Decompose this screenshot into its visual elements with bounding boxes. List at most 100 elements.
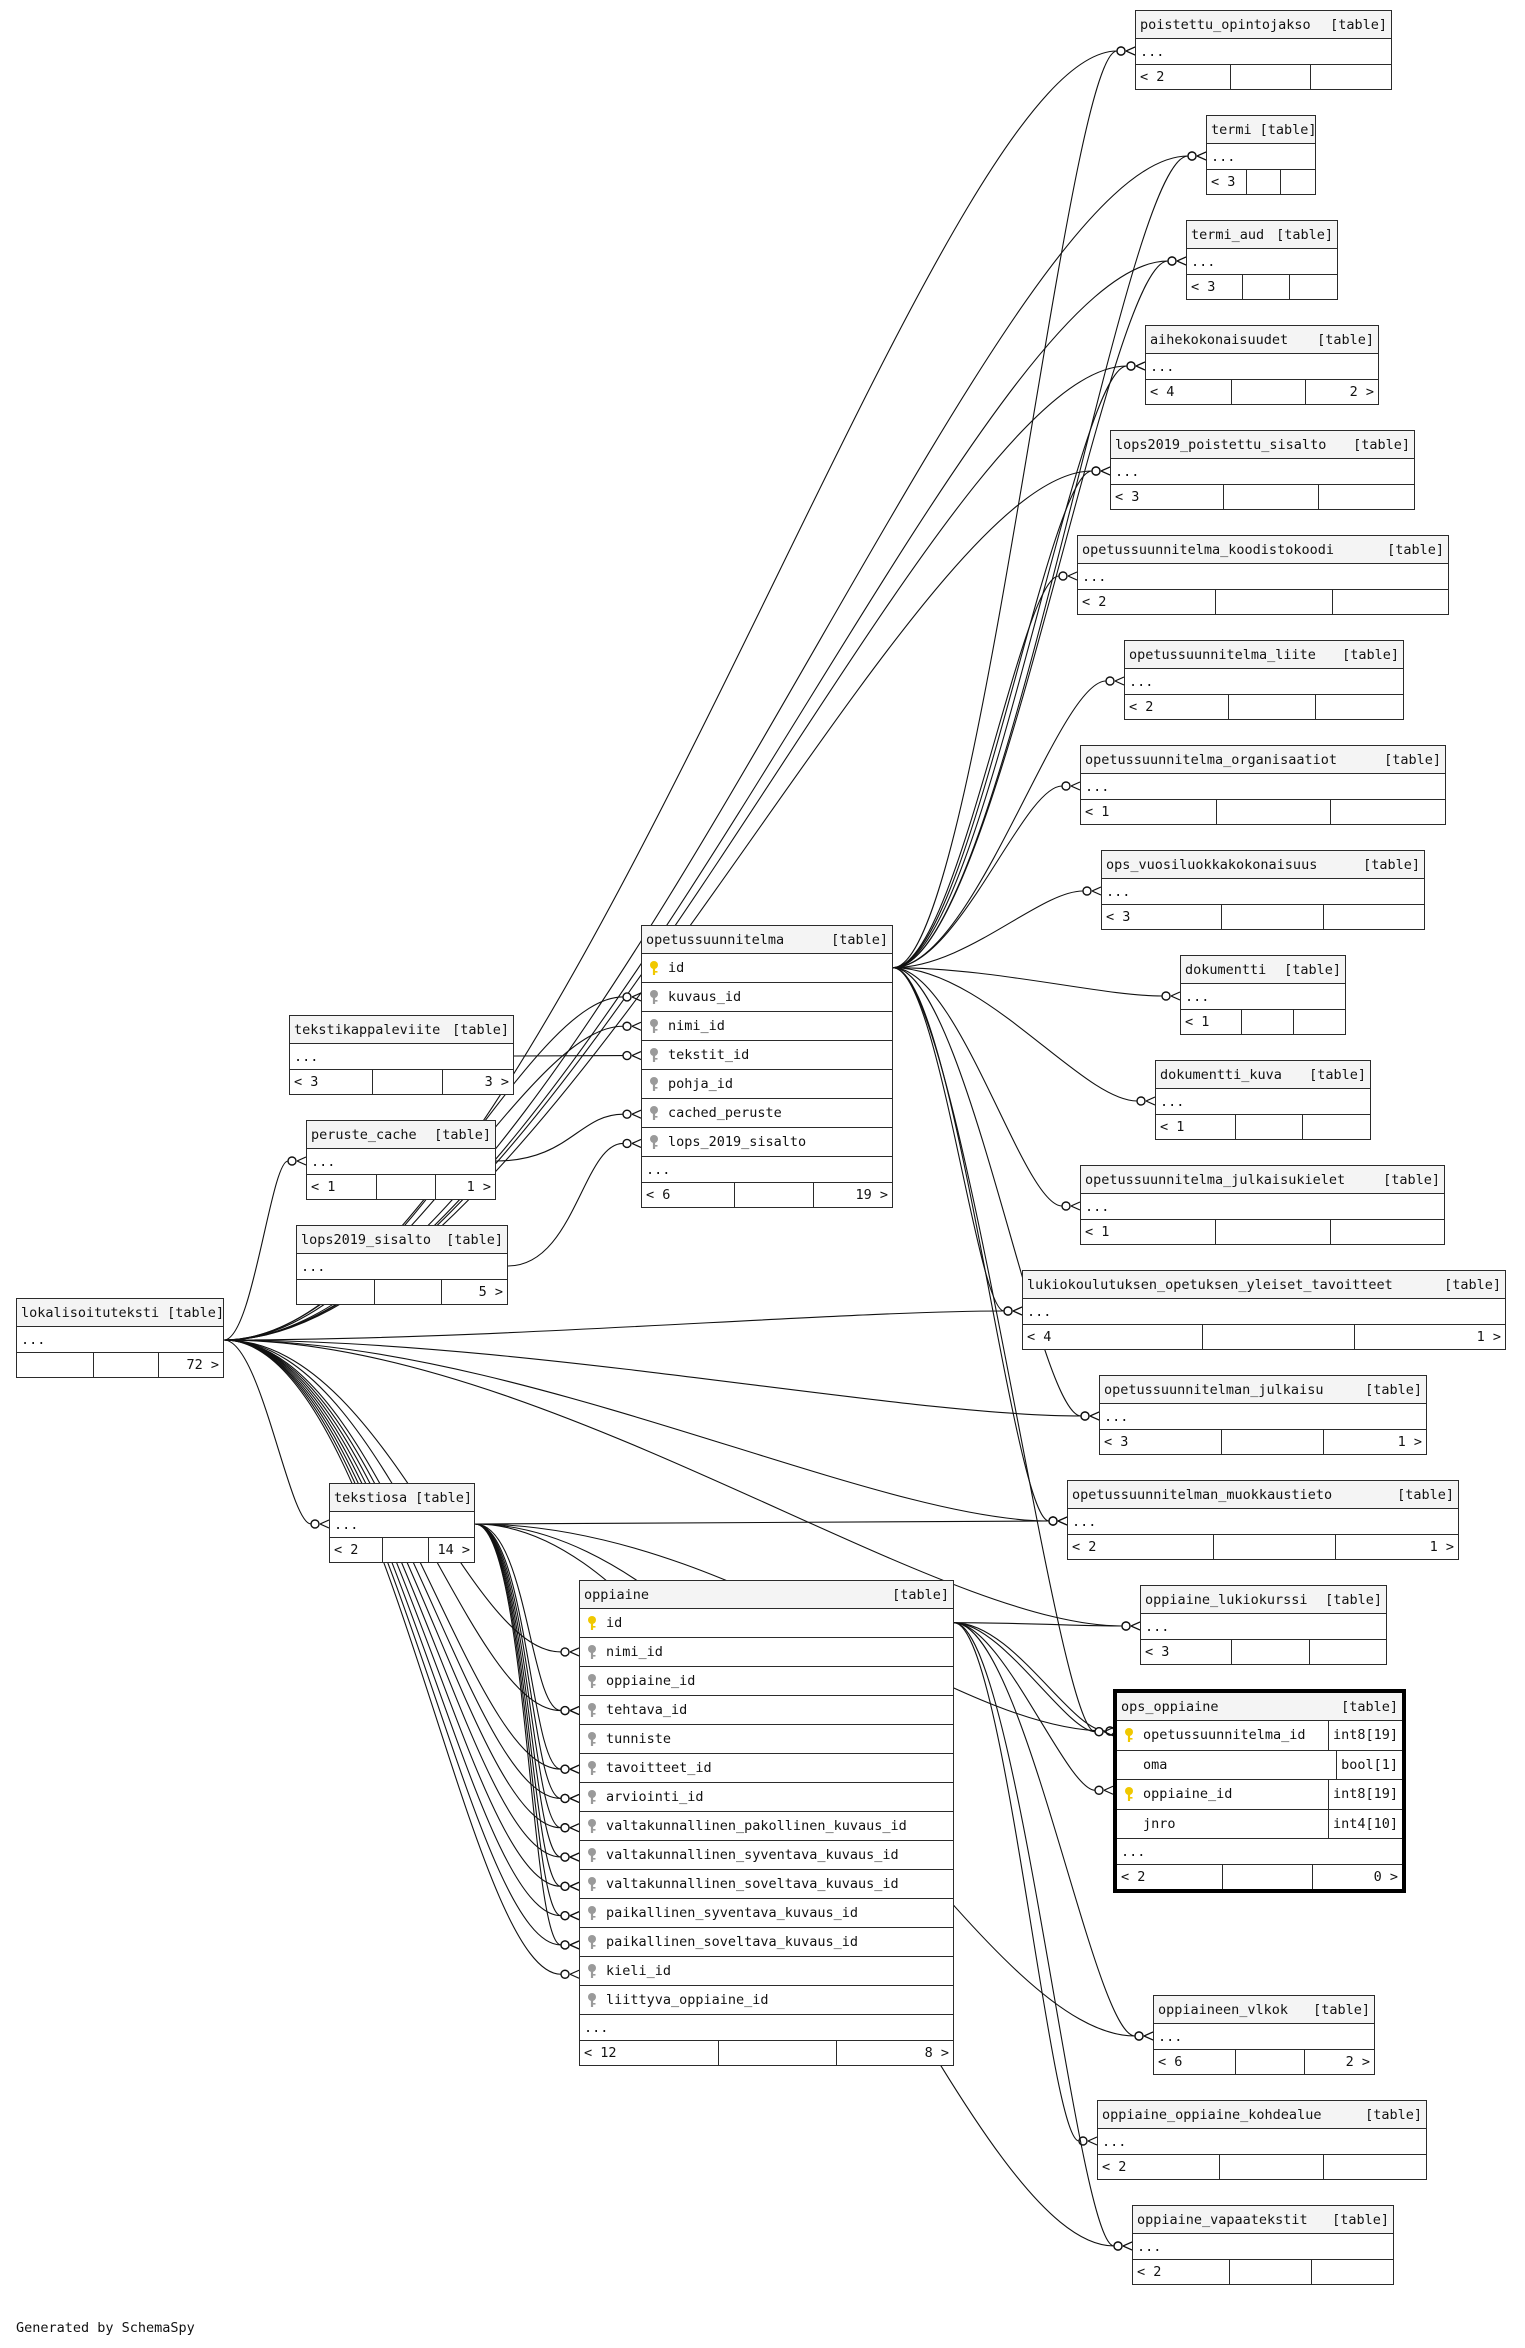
parents-count[interactable]: < 1 — [1081, 800, 1216, 824]
column-name[interactable]: paikallinen_soveltava_kuvaus_id — [606, 1934, 858, 1950]
more-columns[interactable]: ... — [1141, 1614, 1386, 1640]
more-columns[interactable]: ... — [1068, 1509, 1458, 1535]
parents-count[interactable]: < 1 — [307, 1175, 376, 1199]
more-columns[interactable]: ... — [1133, 2234, 1393, 2260]
column-row[interactable]: kieli_id — [580, 1957, 953, 1986]
table-opetussuunnitelman-muokkaustieto[interactable]: opetussuunnitelman_muokkaustieto[table].… — [1067, 1480, 1459, 1560]
column-name[interactable]: kieli_id — [606, 1963, 672, 1979]
table-header[interactable]: opetussuunnitelma_koodistokoodi[table] — [1078, 536, 1448, 564]
table-header[interactable]: tekstiosa[table] — [330, 1484, 474, 1512]
table-lops2019-poistettu-sisalto[interactable]: lops2019_poistettu_sisalto[table]...< 3 — [1110, 430, 1415, 510]
table-name[interactable]: oppiaineen_vlkok — [1158, 2001, 1289, 2018]
table-header[interactable]: lukiokoulutuksen_opetuksen_yleiset_tavoi… — [1023, 1271, 1505, 1299]
children-count[interactable] — [1310, 1640, 1386, 1664]
parents-count[interactable]: < 3 — [1187, 275, 1242, 299]
table-header[interactable]: opetussuunnitelman_muokkaustieto[table] — [1068, 1481, 1458, 1509]
column-name[interactable]: oppiaine_id — [606, 1673, 696, 1689]
table-dokumentti-kuva[interactable]: dokumentti_kuva[table]...< 1 — [1155, 1060, 1371, 1140]
column-name[interactable]: cached_peruste — [668, 1105, 782, 1121]
table-header[interactable]: lops2019_sisalto[table] — [297, 1226, 507, 1254]
table-lokalisoituteksti[interactable]: lokalisoituteksti[table]...72 > — [16, 1298, 224, 1378]
column-row[interactable]: lops_2019_sisalto — [642, 1128, 892, 1157]
column-row[interactable]: tavoitteet_id — [580, 1754, 953, 1783]
parents-count[interactable]: < 3 — [1102, 905, 1221, 929]
column-row[interactable]: paikallinen_syventava_kuvaus_id — [580, 1899, 953, 1928]
table-name[interactable]: lukiokoulutuksen_opetuksen_yleiset_tavoi… — [1027, 1276, 1393, 1293]
table-header[interactable]: oppiaine[table] — [580, 1581, 953, 1609]
column-row[interactable]: tehtava_id — [580, 1696, 953, 1725]
table-header[interactable]: oppiaineen_vlkok[table] — [1154, 1996, 1374, 2024]
more-columns[interactable]: ... — [1207, 144, 1315, 170]
more-columns[interactable]: ... — [1181, 984, 1345, 1010]
children-count[interactable] — [1331, 1220, 1444, 1244]
column-name[interactable]: valtakunnallinen_soveltava_kuvaus_id — [606, 1876, 899, 1892]
parents-count[interactable]: < 3 — [1207, 170, 1246, 194]
children-count[interactable] — [1324, 2155, 1426, 2179]
table-oppiaine-lukiokurssi[interactable]: oppiaine_lukiokurssi[table]...< 3 — [1140, 1585, 1387, 1665]
parents-count[interactable]: < 6 — [1154, 2050, 1235, 2074]
table-name[interactable]: peruste_cache — [311, 1126, 417, 1143]
children-count[interactable] — [1312, 2260, 1393, 2284]
column-name[interactable]: oma — [1143, 1756, 1168, 1773]
more-columns[interactable]: ... — [1136, 39, 1391, 65]
more-columns[interactable]: ... — [1023, 1299, 1505, 1325]
table-name[interactable]: tekstikappaleviite — [294, 1021, 441, 1038]
parents-count[interactable]: < 1 — [1156, 1115, 1235, 1139]
table-header[interactable]: lokalisoituteksti[table] — [17, 1299, 224, 1327]
column-row[interactable]: kuvaus_id — [642, 983, 892, 1012]
table-opetussuunnitelma-liite[interactable]: opetussuunnitelma_liite[table]...< 2 — [1124, 640, 1404, 720]
column-row[interactable]: tunniste — [580, 1725, 953, 1754]
table-opetussuunnitelma-organisaatiot[interactable]: opetussuunnitelma_organisaatiot[table]..… — [1080, 745, 1446, 825]
children-count[interactable] — [1311, 65, 1391, 89]
table-header[interactable]: poistettu_opintojakso[table] — [1136, 11, 1391, 39]
more-columns[interactable]: ... — [580, 2015, 953, 2041]
table-name[interactable]: dokumentti_kuva — [1160, 1066, 1282, 1083]
parents-count[interactable] — [17, 1353, 93, 1377]
children-count[interactable] — [1290, 275, 1337, 299]
table-name[interactable]: ops_oppiaine — [1121, 1698, 1219, 1715]
column-row[interactable]: liittyva_oppiaine_id — [580, 1986, 953, 2015]
more-columns[interactable]: ... — [1078, 564, 1448, 590]
more-columns[interactable]: ... — [1187, 249, 1337, 275]
more-columns[interactable]: ... — [1146, 354, 1378, 380]
more-columns[interactable]: ... — [1125, 669, 1403, 695]
table-name[interactable]: poistettu_opintojakso — [1140, 16, 1311, 33]
more-columns[interactable]: ... — [307, 1149, 495, 1175]
more-columns[interactable]: ... — [290, 1044, 513, 1070]
table-header[interactable]: peruste_cache[table] — [307, 1121, 495, 1149]
table-poistettu-opintojakso[interactable]: poistettu_opintojakso[table]...< 2 — [1135, 10, 1392, 90]
table-name[interactable]: aihekokonaisuudet — [1150, 331, 1289, 348]
column-name[interactable]: valtakunnallinen_pakollinen_kuvaus_id — [606, 1818, 907, 1834]
parents-count[interactable]: < 2 — [1136, 65, 1230, 89]
table-name[interactable]: opetussuunnitelma_liite — [1129, 646, 1316, 663]
column-name[interactable]: paikallinen_syventava_kuvaus_id — [606, 1905, 858, 1921]
children-count[interactable]: 1 > — [1324, 1430, 1426, 1454]
table-header[interactable]: opetussuunnitelma_julkaisukielet[table] — [1081, 1166, 1444, 1194]
children-count[interactable] — [1281, 170, 1315, 194]
children-count[interactable]: 2 > — [1305, 2050, 1374, 2074]
children-count[interactable]: 3 > — [443, 1070, 513, 1094]
table-header[interactable]: oppiaine_oppiaine_kohdealue[table] — [1098, 2101, 1426, 2129]
table-name[interactable]: ops_vuosiluokkakokonaisuus — [1106, 856, 1318, 873]
parents-count[interactable]: < 3 — [1141, 1640, 1231, 1664]
column-row[interactable]: paikallinen_soveltava_kuvaus_id — [580, 1928, 953, 1957]
children-count[interactable]: 5 > — [442, 1280, 508, 1304]
column-name[interactable]: lops_2019_sisalto — [668, 1134, 807, 1150]
column-row[interactable]: nimi_id — [642, 1012, 892, 1041]
table-name[interactable]: dokumentti — [1185, 961, 1267, 978]
more-columns[interactable]: ... — [1100, 1404, 1426, 1430]
parents-count[interactable]: < 2 — [1068, 1535, 1213, 1559]
children-count[interactable] — [1331, 800, 1445, 824]
more-columns[interactable]: ... — [642, 1157, 892, 1183]
table-name[interactable]: opetussuunnitelma_koodistokoodi — [1082, 541, 1334, 558]
column-name[interactable]: id — [668, 960, 685, 976]
table-oppiaine-vapaatekstit[interactable]: oppiaine_vapaatekstit[table]...< 2 — [1132, 2205, 1394, 2285]
column-row[interactable]: valtakunnallinen_pakollinen_kuvaus_id — [580, 1812, 953, 1841]
more-columns[interactable]: ... — [1102, 879, 1424, 905]
